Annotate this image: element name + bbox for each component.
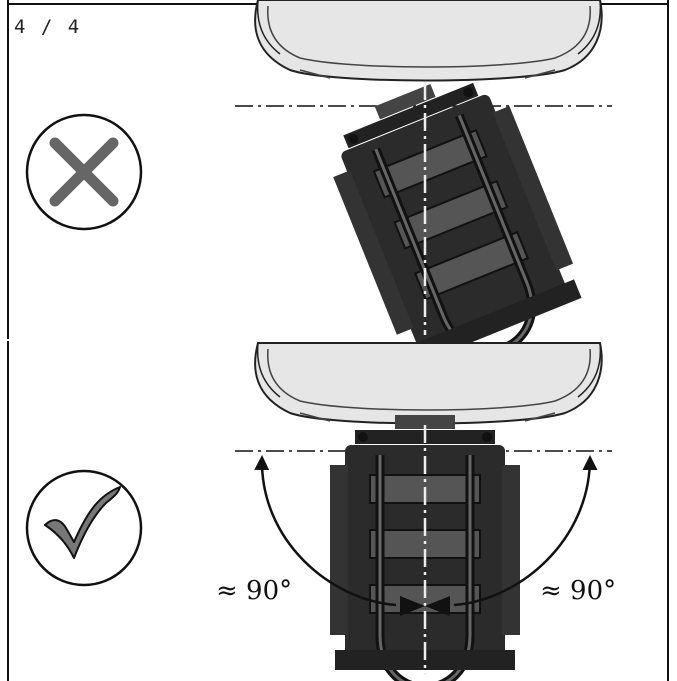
car-bumper-bottom [254, 342, 603, 425]
checkmark-icon [25, 469, 143, 587]
car-bumper-top [254, 0, 603, 82]
cross-icon [25, 113, 143, 231]
pivot-marker [400, 596, 450, 616]
page-indicator: 4 / 4 [14, 16, 82, 38]
bike-carrier-aligned [330, 415, 520, 681]
angle-label-left: ≈ 90° [216, 576, 293, 606]
angle-label-right: ≈ 90° [540, 576, 617, 606]
panel-incorrect [25, 0, 612, 384]
bike-carrier-misaligned [314, 60, 592, 384]
panel-correct [25, 342, 612, 681]
rotation-arc-left [254, 455, 397, 607]
rotation-arc-right [453, 455, 598, 607]
